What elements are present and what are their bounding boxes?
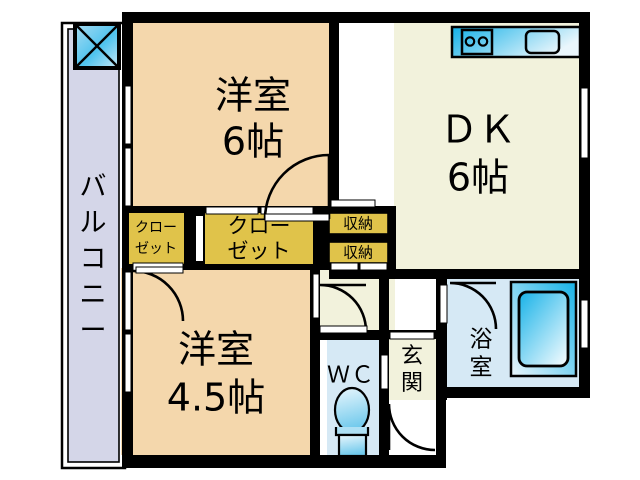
sink-icon bbox=[524, 29, 561, 55]
bathroom-name-char1: 浴 bbox=[470, 327, 493, 353]
closet-small-label-line2: ゼット bbox=[135, 241, 177, 257]
label-dk: ＤＫ 6帖 bbox=[440, 108, 516, 200]
balcony-char-3: ニ bbox=[80, 280, 107, 311]
stove-icon bbox=[460, 28, 494, 56]
dk-name: ＤＫ bbox=[440, 108, 516, 152]
label-washitsu-45: 洋室 4.5帖 bbox=[167, 328, 265, 420]
closet-small-label-line1: クロー bbox=[135, 220, 177, 236]
window-cross-icon bbox=[73, 22, 121, 70]
dk-size: 6帖 bbox=[447, 156, 509, 200]
room-fill-washitsu-6 bbox=[133, 21, 329, 206]
label-entrance: 玄 関 bbox=[401, 344, 423, 396]
storage-door-bands bbox=[330, 199, 388, 271]
washitsu-45-name: 洋室 bbox=[178, 328, 254, 372]
label-bathroom: 浴 室 bbox=[470, 327, 493, 381]
storage-upper[interactable]: 収納 bbox=[328, 212, 389, 235]
washitsu-6-size: 6帖 bbox=[222, 120, 284, 164]
washitsu-6-name: 洋室 bbox=[215, 74, 291, 118]
washitsu-45-size: 4.5帖 bbox=[167, 376, 265, 420]
room-fill-washitsu-45 bbox=[121, 268, 319, 455]
toilet-bowl-icon bbox=[333, 386, 371, 458]
room-fill-balcony bbox=[68, 29, 119, 462]
bathtub-icon bbox=[509, 280, 578, 378]
storage-upper-label: 収納 bbox=[343, 215, 373, 233]
label-toilet: ＷＣ bbox=[327, 363, 375, 389]
storage-lower-label: 収納 bbox=[343, 244, 373, 262]
toilet-name: ＷＣ bbox=[327, 363, 375, 389]
balcony-char-0: バ bbox=[80, 172, 107, 203]
door-thresholds bbox=[135, 213, 448, 390]
kitchen-counter bbox=[450, 25, 582, 59]
closet-small[interactable]: クロー ゼット bbox=[127, 211, 186, 266]
closet-large-label-line2: ゼット bbox=[228, 239, 291, 263]
bathroom-name-char2: 室 bbox=[470, 355, 493, 381]
entrance-name-char1: 玄 bbox=[401, 344, 423, 369]
label-balcony: バ ル コ ニ ー bbox=[80, 172, 107, 347]
balcony-char-1: ル bbox=[80, 208, 107, 239]
label-washitsu-6: 洋室 6帖 bbox=[215, 74, 291, 164]
entrance-name-char2: 関 bbox=[401, 371, 423, 396]
balcony-char-4: ー bbox=[80, 316, 107, 347]
windows bbox=[124, 85, 589, 393]
room-fill-dk bbox=[394, 21, 590, 270]
balcony-char-2: コ bbox=[80, 244, 107, 275]
storage-lower[interactable]: 収納 bbox=[328, 241, 389, 264]
